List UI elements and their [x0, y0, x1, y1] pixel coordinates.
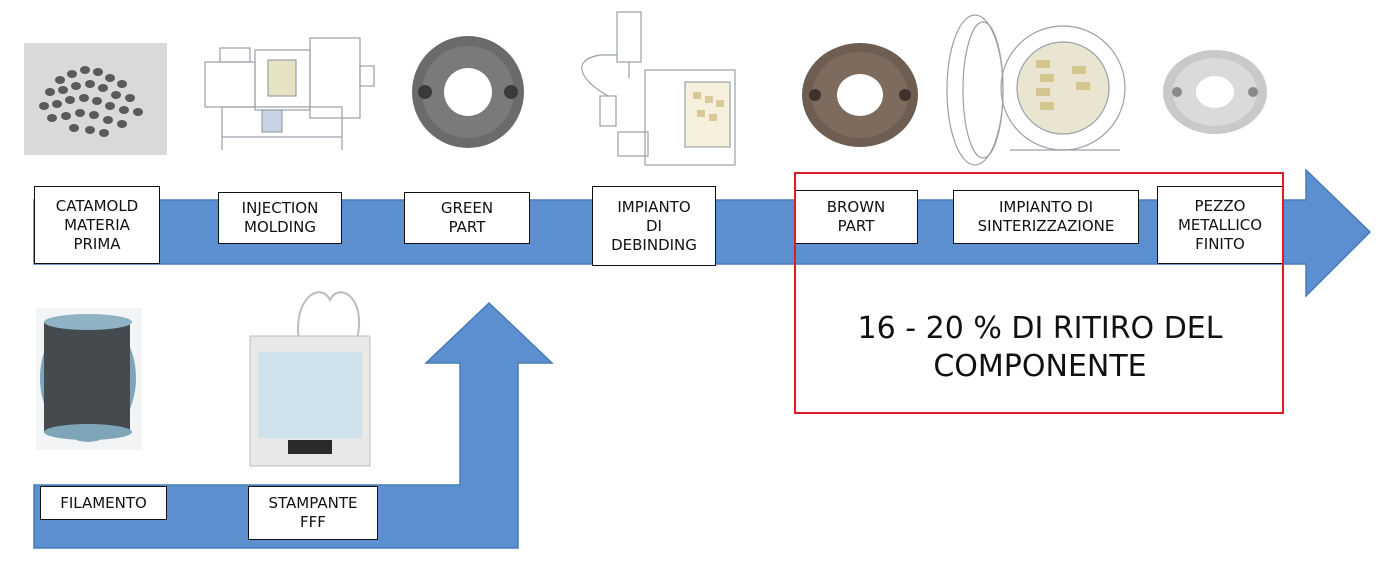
green-part-photo: [412, 36, 524, 148]
step-sintering-plant: IMPIANTO DI SINTERIZZAZIONE: [953, 190, 1139, 244]
sintering-furnace-drawing: [946, 14, 1126, 166]
step-debinding-plant: IMPIANTO DI DEBINDING: [592, 186, 716, 266]
step-fff-printer: STAMPANTE FFF: [248, 486, 378, 540]
finished-metal-part-photo: [1163, 50, 1267, 134]
fff-printer-photo: [249, 291, 371, 467]
step-filament: FILAMENTO: [40, 486, 167, 520]
catamold-pellets-photo: [24, 43, 167, 155]
step-finished-metal-part: PEZZO METALLICO FINITO: [1157, 186, 1283, 264]
shrinkage-callout-text: 16 - 20 % DI RITIRO DEL COMPONENTE: [857, 311, 1223, 384]
debinding-furnace-drawing: [581, 11, 736, 166]
step-green-part: GREEN PART: [404, 192, 530, 244]
injection-molding-machine-drawing: [204, 37, 375, 150]
step-injection-molding: INJECTION MOLDING: [218, 192, 342, 244]
step-catamold-raw-material: CATAMOLD MATERIA PRIMA: [34, 186, 160, 264]
filament-spool-photo: [36, 308, 142, 450]
step-brown-part: BROWN PART: [794, 190, 918, 244]
shrinkage-callout-frame: [794, 172, 1284, 414]
brown-part-photo: [802, 43, 918, 147]
